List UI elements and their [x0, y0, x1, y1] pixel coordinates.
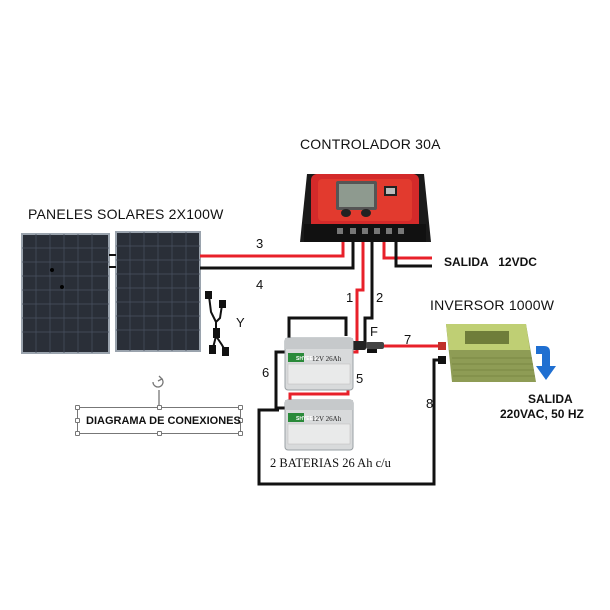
y-connector-icon — [205, 291, 229, 356]
power-inverter — [438, 324, 536, 382]
panels-label: PANELES SOLARES 2X100W — [28, 206, 224, 222]
wire-number-1: 1 — [346, 290, 354, 305]
wire-number-6: 6 — [262, 365, 270, 380]
dc-output-wire-black — [394, 237, 432, 268]
battery-top-rating: 12V 26Ah — [312, 355, 342, 363]
wire-4 — [200, 237, 355, 270]
resize-handle-mr[interactable] — [238, 418, 243, 423]
y-connector-label: Y — [236, 315, 245, 330]
solar-panel-right — [115, 231, 201, 352]
wire-number-4: 4 — [256, 277, 264, 292]
battery-bottom-rating: 12V 26Ah — [312, 415, 342, 423]
wire-2 — [363, 237, 374, 344]
resize-handle-bm[interactable] — [157, 431, 162, 436]
wire-3 — [200, 237, 345, 258]
resize-handle-ml[interactable] — [75, 418, 80, 423]
resize-handle-br[interactable] — [238, 431, 243, 436]
wire-number-7: 7 — [404, 332, 412, 347]
diagram-title: DIAGRAMA DE CONEXIONES — [86, 415, 241, 427]
solar-panel-left — [21, 233, 110, 354]
batteries-label: 2 BATERIAS 26 Ah c/u — [270, 456, 391, 470]
resize-handle-tr[interactable] — [238, 405, 243, 410]
wire-8 — [257, 358, 441, 486]
charge-controller — [300, 174, 431, 242]
ac-output-label-line1: SALIDA — [528, 392, 573, 406]
battery-bottom — [284, 399, 354, 451]
wire-number-8: 8 — [426, 396, 434, 411]
resize-handle-tl[interactable] — [75, 405, 80, 410]
rotate-handle-icon[interactable] — [152, 375, 164, 407]
wire-number-5: 5 — [356, 371, 364, 386]
battery-top-brand: SHYEEGO — [296, 356, 321, 362]
wire-number-2: 2 — [376, 290, 384, 305]
dc-output-label: SALIDA 12VDC — [444, 255, 537, 269]
ac-output-arrow-icon — [536, 346, 556, 380]
controller-label: CONTROLADOR 30A — [300, 136, 441, 152]
inverter-label: INVERSOR 1000W — [430, 297, 555, 313]
wire-6-left — [274, 350, 285, 410]
dc-output-wire-red — [382, 237, 432, 260]
resize-handle-bl[interactable] — [75, 431, 80, 436]
diagram-title-box[interactable]: DIAGRAMA DE CONEXIONES — [75, 405, 243, 436]
wire-6 — [287, 316, 348, 338]
battery-top — [284, 337, 354, 391]
fuse-label: F — [370, 324, 378, 339]
resize-handle-tm[interactable] — [157, 405, 162, 410]
ac-output-label-line2: 220VAC, 50 HZ — [500, 407, 584, 421]
wire-1 — [348, 237, 365, 354]
battery-bottom-brand: SHYEEGO — [296, 416, 321, 422]
wire-number-3: 3 — [256, 236, 264, 251]
